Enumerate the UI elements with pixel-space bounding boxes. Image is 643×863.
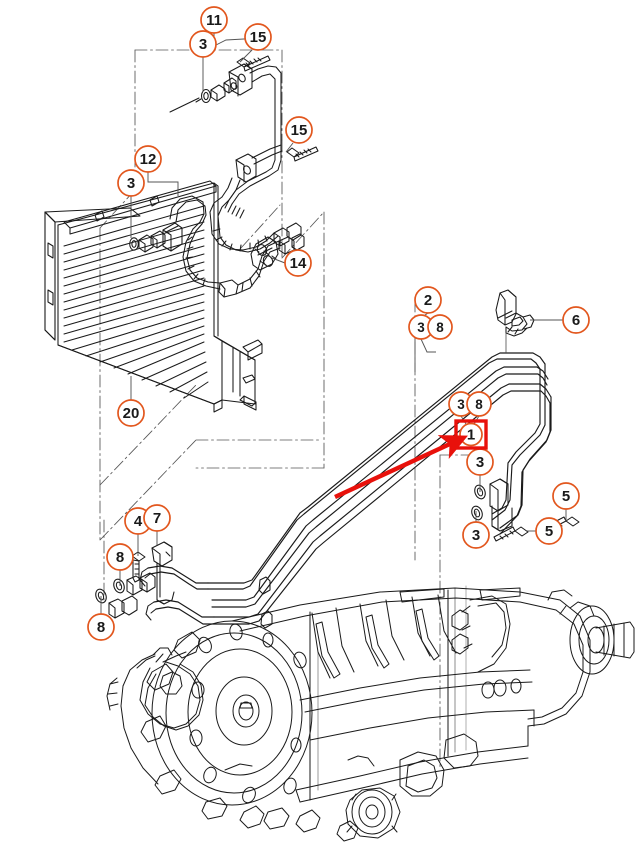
callout-11[interactable]: 11 [200,6,228,34]
callout-label: 7 [153,510,161,527]
highlight-box [454,419,488,450]
callout-ring [87,613,115,641]
callout-ring [427,314,453,340]
callout-label: 5 [545,523,553,540]
transmission-oil-ports [139,567,157,621]
automatic-transmission [106,585,635,842]
callout-label: 4 [134,513,143,530]
callout-3-seal-upper[interactable]: 3 [466,448,494,476]
callout-label: 8 [97,619,105,636]
highlight-layer: 1 [334,419,488,499]
callout-ring [244,23,272,51]
braided-hose-12b [235,240,281,295]
callout-label: 12 [140,151,157,168]
callout-5-bolt-right[interactable]: 5 [552,482,580,510]
callout-5-bolt-lower[interactable]: 5 [535,517,563,545]
callout-8-upper-pair[interactable]: 8 [427,314,453,340]
leader-3c [420,338,436,353]
callout-ring [200,6,228,34]
callout-ring [134,145,162,173]
callout-label: 3 [127,175,135,192]
leader-12 [147,172,179,196]
callout-ring [535,517,563,545]
callout-ring [143,504,171,532]
callout-8-seal-upper[interactable]: 8 [106,543,134,571]
callout-ring [552,482,580,510]
mid-hose-assembly [221,144,319,201]
callout-15-bolt-upper[interactable]: 15 [244,23,272,51]
braided-hose-12 [182,228,221,290]
callout-label: 8 [436,320,444,335]
callout-20-radiator[interactable]: 20 [117,399,145,427]
callout-label: 15 [291,122,308,139]
callout-3-cooler-lower[interactable]: 3 [117,169,145,197]
leader-15a [239,49,253,63]
callout-label: 3 [199,36,207,53]
callout-ring [117,399,145,427]
reference-planes [99,49,488,771]
callout-label: 8 [116,549,124,566]
callout-8-mid-pair[interactable]: 8 [466,391,492,417]
callout-label: 20 [123,405,140,422]
callout-ring [117,169,145,197]
callout-label: 8 [475,397,483,412]
callout-ring [189,30,217,58]
callout-8-seal-lower[interactable]: 8 [87,613,115,641]
callout-15-bolt-lower[interactable]: 15 [285,116,313,144]
highlight-arrow [334,435,468,499]
callout-label: 3 [417,320,425,335]
callout-label: 6 [572,312,580,329]
callout-3-seal-lower[interactable]: 3 [462,521,490,549]
hose-connector-14 [250,236,279,271]
callout-ring [285,116,313,144]
callout-label: 2 [424,292,432,309]
callout-12[interactable]: 12 [134,145,162,173]
callout-ring [414,286,442,314]
leader-15b [285,142,294,153]
callout-label: 3 [476,454,484,471]
callout-label: 15 [250,29,267,46]
callout-label: 5 [562,488,570,505]
lower-hose-assembly [129,195,305,298]
left-lower-fittings [95,541,175,619]
callout-ring [466,391,492,417]
callout-ring [562,306,590,334]
callout-6-bracket[interactable]: 6 [562,306,590,334]
braided-hose-upper-run [209,196,302,253]
callout-label: 3 [472,527,480,544]
callout-ring [462,521,490,549]
leader-14 [271,257,286,264]
callout-label: 3 [457,397,465,412]
corrugated-hose-upper [227,203,245,219]
technical-artwork [44,49,635,842]
callout-label: 14 [290,255,307,272]
callout-ring [284,249,312,277]
callout-ring [106,543,134,571]
callout-14[interactable]: 14 [284,249,312,277]
oil-line-bundle [147,352,552,625]
callout-3-cooler-upper[interactable]: 3 [189,30,217,58]
callout-7-bracket[interactable]: 7 [143,504,171,532]
callout-label: 11 [206,12,222,29]
callout-2[interactable]: 2 [414,286,442,314]
highlighted-part-number: 1 [467,427,475,444]
leader-lines [100,33,567,614]
